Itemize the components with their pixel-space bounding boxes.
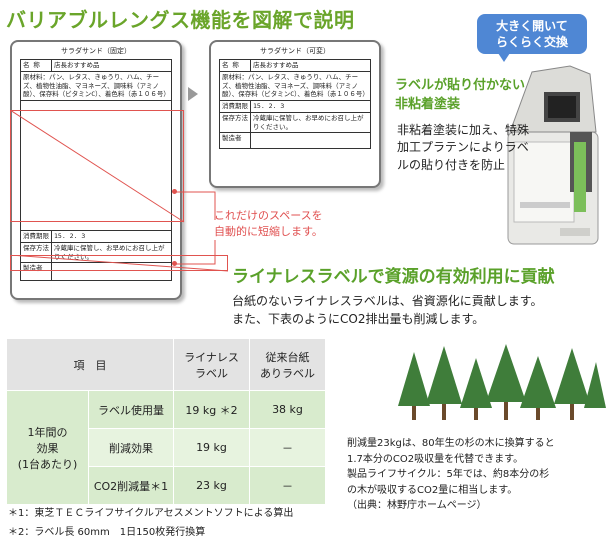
effect-table: 項 目 ライナレス ラベル 従来台紙 ありラベル 1年間の 効果 (1台あたり)… (6, 338, 326, 505)
forest-note-line: 製品ライフサイクル：5年では、約8本分の杉 (347, 469, 550, 480)
label-fixed-header: サラダサンド（固定） (61, 47, 131, 55)
table-cell-conventional: － (249, 428, 326, 467)
feature-desc-line: 加工プラテンによりラベ (397, 140, 529, 155)
shrink-note: これだけのスペースを 自動的に短縮します。 (214, 208, 323, 240)
table-cell-conventional: － (249, 466, 326, 505)
linerless-desc-line: 台紙のないライナレスラベルは、省資源化に貢献します。 (232, 294, 543, 308)
label-fixed-table: 名 称店長おすすめ品 原材料：パン、レタス、きゅうり、ハム、チーズ、植物性油脂、… (20, 59, 172, 282)
table-cell-linerless: 23 kg (173, 466, 250, 505)
marker-dot (172, 189, 177, 194)
label-key: 名 称 (219, 59, 251, 72)
feature-desc-line: ルの貼り付きを防止 (397, 157, 506, 172)
label-value: 15. 2. 3 (250, 100, 371, 113)
label-value: 店長おすすめ品 (250, 59, 371, 72)
table-row-label: ラベル使用量 (88, 390, 174, 429)
table-row-label: CO2削減量＊1 (88, 466, 174, 505)
forest-note-line: （出典：林野庁ホームページ） (347, 500, 487, 511)
table-header-row: 項 目 ライナレス ラベル 従来台紙 ありラベル (6, 338, 326, 391)
group-line: (1台あたり) (17, 457, 78, 471)
shrink-note-line: これだけのスペースを (214, 209, 323, 222)
label-key: 製造者 (20, 262, 52, 282)
table-row: 削減効果 19 kg － (7, 428, 326, 467)
label-key: 消費期限 (219, 100, 251, 113)
label-value: 店長おすすめ品 (51, 59, 172, 72)
table-header-linerless: ライナレス ラベル (173, 338, 250, 391)
table-group-label: 1年間の 効果 (1台あたり) (6, 390, 89, 505)
label-value (250, 132, 371, 150)
table-row: CO2削減量＊1 23 kg － (7, 466, 326, 505)
marker-dot (172, 261, 177, 266)
callout-bubble: 大きく開いて らくらく交換 (477, 14, 587, 54)
label-fixed: サラダサンド（固定） 名 称店長おすすめ品 原材料：パン、レタス、きゅうり、ハム… (10, 40, 182, 300)
group-line: 効果 (36, 441, 59, 455)
feature-heading-line: ラベルが貼り付かない (395, 78, 526, 93)
linerless-headline: ライナレスラベルで資源の有効利用に貢献 (232, 267, 555, 287)
label-ingredients: 原材料：パン、レタス、きゅうり、ハム、チーズ、植物性油脂、マヨネーズ、調味料（ア… (20, 70, 172, 102)
label-value (51, 262, 172, 282)
footnote-2: ＊2：ラベル長 60mm 1日150枚発行換算 (8, 527, 206, 538)
header-line: ラベル (195, 366, 228, 380)
table-cell-linerless: 19 kg (173, 428, 250, 467)
group-line: 1年間の (27, 425, 68, 439)
footnote-1: ＊1：東芝ＴＥＣライフサイクルアセスメントソフトによる算出 (8, 508, 294, 519)
shrink-area-diagonal-small (10, 255, 229, 272)
forest-note-line: 削減量23kgは、80年生の杉の木に換算すると (347, 438, 555, 449)
table-cell-conventional: 38 kg (249, 390, 326, 429)
forest-note-line: 1.7本分のCO2吸収量を代替できます。 (347, 453, 524, 465)
feature-heading-line: 非粘着塗装 (395, 96, 461, 112)
callout-line: らくらく交換 (495, 35, 568, 50)
forest-illustration (398, 344, 606, 420)
linerless-description: 台紙のないライナレスラベルは、省資源化に貢献します。 また、下表のようにCO2排… (232, 292, 543, 328)
table-header-conventional: 従来台紙 ありラベル (249, 338, 326, 391)
label-value: 冷蔵庫に保管し、お早めにお召し上がりください。 (51, 241, 172, 264)
label-key: 製造者 (219, 132, 251, 150)
label-variable-header: サラダサンド（可変） (260, 47, 330, 55)
feature-description: 非粘着塗装に加え、特殊 加工プラテンによりラベ ルの貼り付きを防止 (397, 122, 529, 174)
shrink-area-box (10, 110, 184, 222)
label-key: 名 称 (20, 59, 52, 72)
label-variable: サラダサンド（可変） 名 称店長おすすめ品 原材料：パン、レタス、きゅうり、ハム… (209, 40, 381, 188)
feature-desc-line: 非粘着塗装に加え、特殊 (397, 123, 530, 137)
label-variable-table: 名 称店長おすすめ品 原材料：パン、レタス、きゅうり、ハム、チーズ、植物性油脂、… (219, 59, 371, 150)
table-row-label: 削減効果 (88, 428, 174, 467)
label-key: 保存方法 (219, 111, 251, 134)
label-value: 15. 2. 3 (51, 230, 172, 243)
note-connector (175, 191, 216, 265)
callout-tail (498, 53, 510, 62)
shrink-area-box-small (10, 255, 228, 271)
shrink-area-diagonal (10, 110, 185, 223)
feature-heading: ラベルが貼り付かない 非粘着塗装 (395, 77, 525, 115)
linerless-desc-line: また、下表のようにCO2排出量も削減します。 (232, 312, 485, 326)
arrow-right-icon (188, 87, 198, 101)
page-title: バリアブルレングス機能を図解で説明 (6, 8, 355, 32)
forest-note: 削減量23kgは、80年生の杉の木に換算すると 1.7本分のCO2吸収量を代替で… (347, 436, 555, 514)
label-key: 消費期限 (20, 230, 52, 243)
label-ingredients: 原材料：パン、レタス、きゅうり、ハム、チーズ、植物性油脂、マヨネーズ、調味料（ア… (219, 70, 371, 102)
header-line: 従来台紙 (265, 350, 310, 364)
label-value: 冷蔵庫に保管し、お早めにお召し上がりください。 (250, 111, 371, 134)
table-row: 1年間の 効果 (1台あたり) ラベル使用量 19 kg ＊2 38 kg (6, 390, 326, 505)
table-cell-linerless: 19 kg ＊2 (173, 390, 250, 429)
header-line: ライナレス (184, 350, 239, 364)
printer-illustration (507, 65, 599, 245)
table-header-item: 項 目 (6, 338, 174, 391)
callout-line: 大きく開いて (496, 19, 568, 33)
forest-note-line: の木が吸収するCO2量に相当します。 (347, 484, 518, 496)
shrink-note-line: 自動的に短縮します。 (214, 224, 323, 238)
header-line: ありラベル (260, 366, 315, 380)
